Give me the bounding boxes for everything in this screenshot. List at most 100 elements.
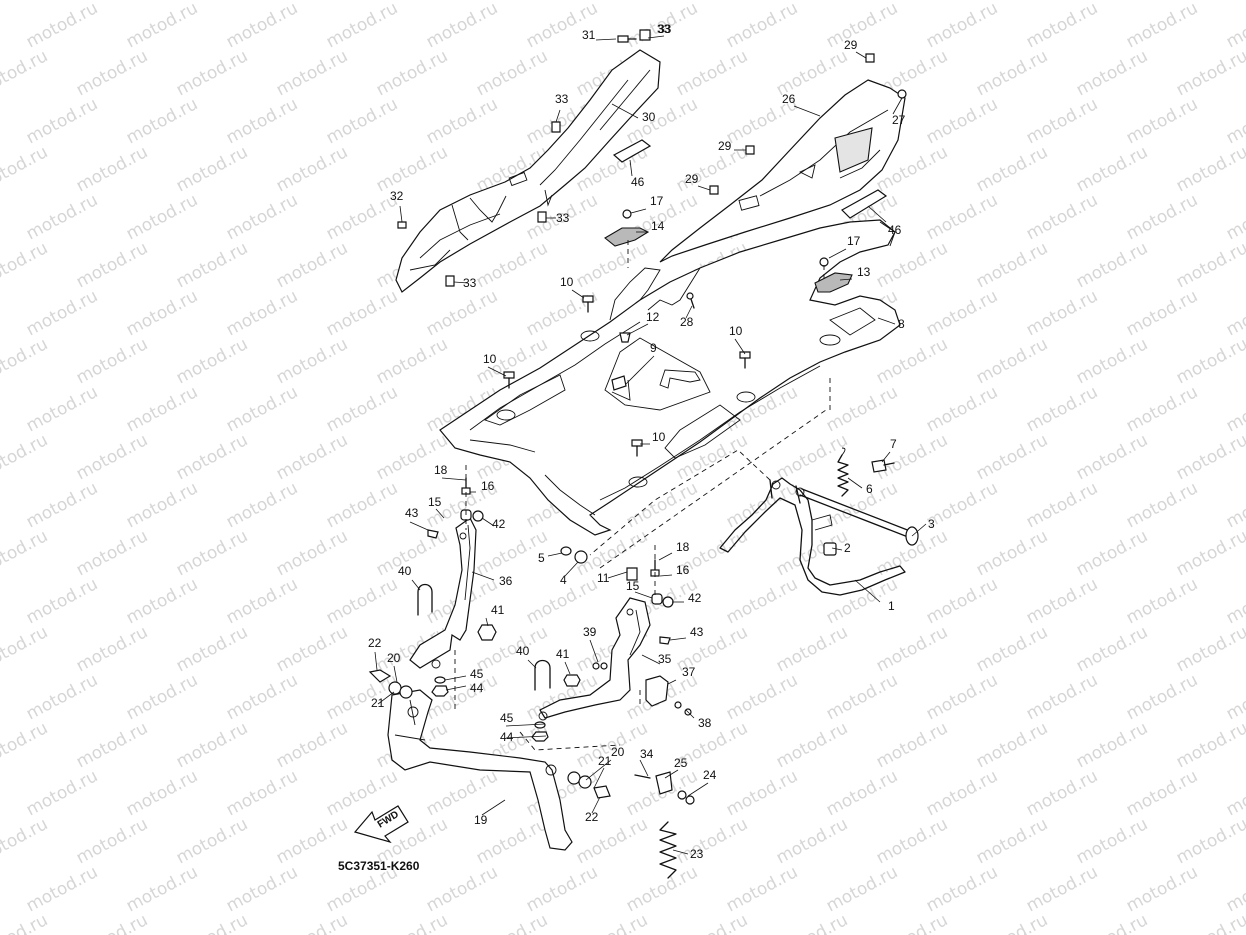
watermark: motod.ru bbox=[973, 334, 1051, 388]
watermark: motod.ru bbox=[373, 526, 451, 580]
watermark: motod.ru bbox=[1023, 190, 1101, 244]
watermark: motod.ru bbox=[123, 0, 201, 52]
watermark: motod.ru bbox=[73, 142, 151, 196]
callout-3: 3 bbox=[928, 517, 935, 531]
watermark: motod.ru bbox=[23, 670, 101, 724]
watermark: motod.ru bbox=[423, 286, 501, 340]
part-40-hook-lower bbox=[534, 659, 551, 691]
watermark: motod.ru bbox=[73, 814, 151, 868]
watermark: motod.ru bbox=[723, 670, 801, 724]
watermark: motod.ru bbox=[573, 910, 651, 935]
watermark: motod.ru bbox=[1223, 382, 1246, 436]
watermark: motod.ru bbox=[323, 574, 401, 628]
leader-line bbox=[505, 723, 546, 727]
watermark: motod.ru bbox=[1223, 478, 1246, 532]
watermark: motod.ru bbox=[0, 574, 1, 628]
leader-line bbox=[669, 637, 687, 641]
watermark: motod.ru bbox=[1123, 862, 1201, 916]
watermark: motod.ru bbox=[873, 718, 951, 772]
watermark: motod.ru bbox=[323, 478, 401, 532]
leader-line bbox=[441, 477, 467, 481]
leader-line bbox=[444, 675, 467, 681]
leader-line bbox=[481, 799, 506, 816]
watermark: motod.ru bbox=[1173, 430, 1246, 484]
leader-line bbox=[867, 205, 887, 223]
callout-29: 29 bbox=[685, 172, 699, 186]
part-7-bolt bbox=[871, 459, 895, 473]
watermark: motod.ru bbox=[73, 238, 151, 292]
watermark: motod.ru bbox=[123, 862, 201, 916]
watermark: motod.ru bbox=[23, 286, 101, 340]
leader-line bbox=[505, 735, 547, 739]
leader-line bbox=[409, 521, 429, 531]
watermark: motod.ru bbox=[873, 910, 951, 935]
callout-1: 1 bbox=[888, 599, 895, 613]
leader-line bbox=[555, 109, 561, 123]
watermark: motod.ru bbox=[523, 0, 601, 52]
callout-16: 16 bbox=[481, 479, 495, 493]
watermark: motod.ru bbox=[23, 382, 101, 436]
watermark: motod.ru bbox=[123, 478, 201, 532]
watermark: motod.ru bbox=[723, 574, 801, 628]
leader-line bbox=[839, 278, 853, 281]
watermark: motod.ru bbox=[123, 382, 201, 436]
watermark: motod.ru bbox=[373, 334, 451, 388]
watermark: motod.ru bbox=[823, 766, 901, 820]
callout-14: 14 bbox=[651, 219, 665, 233]
callout-30: 30 bbox=[642, 110, 656, 124]
leader-line bbox=[647, 35, 665, 39]
watermark: motod.ru bbox=[773, 430, 851, 484]
callout-22: 22 bbox=[585, 810, 599, 824]
watermark: motod.ru bbox=[973, 46, 1051, 100]
watermark: motod.ru bbox=[173, 430, 251, 484]
watermark: motod.ru bbox=[1173, 238, 1246, 292]
watermark: motod.ru bbox=[0, 478, 1, 532]
watermark: motod.ru bbox=[0, 430, 51, 484]
assembly-lines bbox=[454, 240, 831, 751]
watermark: motod.ru bbox=[1023, 862, 1101, 916]
part-37-bracket bbox=[645, 675, 669, 707]
part-30-left-side-cover bbox=[395, 49, 661, 293]
watermark: motod.ru bbox=[773, 814, 851, 868]
callout-42: 42 bbox=[688, 591, 702, 605]
watermark: motod.ru bbox=[273, 718, 351, 772]
callout-24: 24 bbox=[703, 768, 717, 782]
leader-line bbox=[697, 185, 711, 191]
part-2-spacer bbox=[823, 542, 837, 556]
callout-33: 33 bbox=[463, 276, 477, 290]
watermark: motod.ru bbox=[323, 0, 401, 52]
callout-6: 6 bbox=[866, 482, 873, 496]
watermark: motod.ru bbox=[523, 286, 601, 340]
leader-line bbox=[911, 523, 927, 537]
callout-18: 18 bbox=[434, 463, 448, 477]
watermark: motod.ru bbox=[1073, 46, 1151, 100]
watermark: motod.ru bbox=[923, 94, 1001, 148]
callout-16: 16 bbox=[676, 563, 690, 577]
callout-13: 13 bbox=[857, 265, 871, 279]
watermark: motod.ru bbox=[73, 334, 151, 388]
leader-line bbox=[831, 547, 843, 551]
watermark: motod.ru bbox=[273, 238, 351, 292]
callout-27: 27 bbox=[892, 113, 906, 127]
watermark: motod.ru bbox=[973, 814, 1051, 868]
watermark: motod.ru bbox=[0, 670, 1, 724]
leader-line bbox=[595, 38, 617, 41]
callout-44: 44 bbox=[500, 730, 514, 744]
part-36-bracket bbox=[409, 517, 477, 669]
watermark: motod.ru bbox=[0, 238, 51, 292]
watermark: motod.ru bbox=[223, 574, 301, 628]
small-parts bbox=[368, 29, 907, 805]
watermark: motod.ru bbox=[223, 766, 301, 820]
watermark: motod.ru bbox=[73, 430, 151, 484]
watermark: motod.ru bbox=[123, 574, 201, 628]
part-19-side-stand bbox=[387, 689, 573, 851]
watermark: motod.ru bbox=[1073, 430, 1151, 484]
watermark: motod.ru bbox=[123, 670, 201, 724]
watermark: motod.ru bbox=[1073, 622, 1151, 676]
callout-33: 33 bbox=[658, 22, 672, 36]
watermark: motod.ru bbox=[73, 46, 151, 100]
callout-28: 28 bbox=[680, 315, 694, 329]
watermark: motod.ru bbox=[723, 0, 801, 52]
watermark: motod.ru bbox=[273, 430, 351, 484]
